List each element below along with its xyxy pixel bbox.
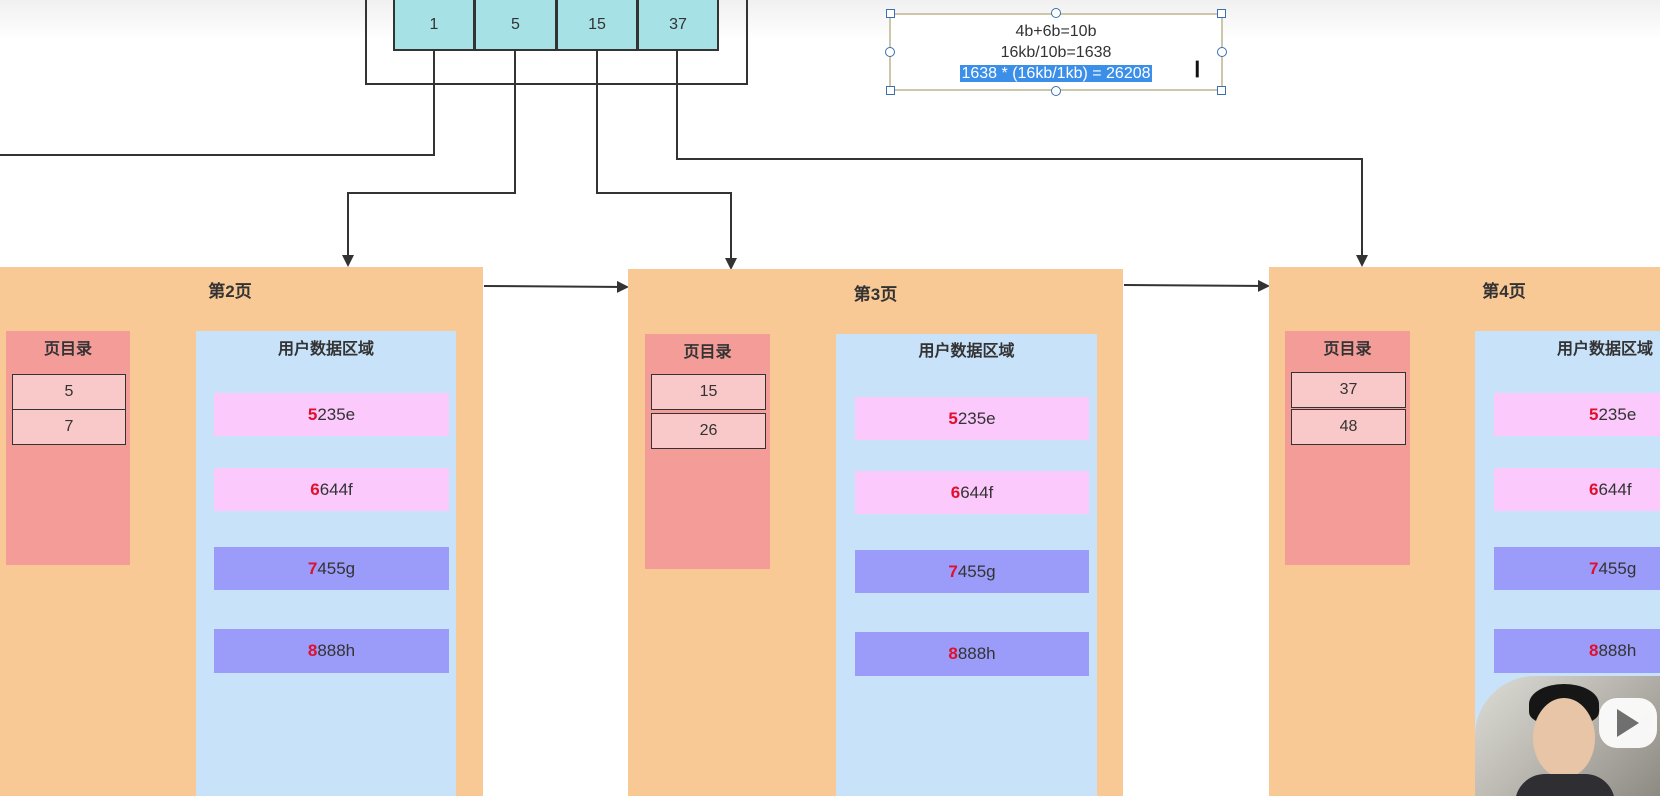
root-key-cell[interactable]: 37 <box>637 0 719 51</box>
page-directory: 页目录 <box>1285 331 1410 565</box>
directory-entry[interactable]: 15 <box>651 374 766 410</box>
play-triangle-icon <box>1617 709 1639 737</box>
directory-entry[interactable]: 7 <box>12 409 126 445</box>
play-icon[interactable] <box>1599 698 1657 748</box>
record-value: 644f <box>1598 479 1632 499</box>
page-title: 第3页 <box>853 285 898 304</box>
resize-handle[interactable] <box>1217 47 1227 57</box>
root-node-frame <box>365 0 748 85</box>
record-value: 235e <box>957 408 996 428</box>
record-value: 888h <box>957 644 996 663</box>
resize-handle[interactable] <box>1217 86 1226 95</box>
directory-entry[interactable]: 26 <box>651 413 766 449</box>
link-page3-page4 <box>1123 279 1270 292</box>
area-title: 用户数据区域 <box>1556 341 1653 358</box>
record-value: 455g <box>317 558 356 578</box>
resize-handle[interactable] <box>1051 8 1061 18</box>
resize-handle[interactable] <box>886 86 895 95</box>
record-key: 5 <box>1589 404 1599 424</box>
pointer-key-1 <box>0 50 435 156</box>
directory-title: 页目录 <box>1323 341 1372 358</box>
pointer-key-15 <box>596 50 737 270</box>
record-value: 455g <box>1598 558 1637 578</box>
record-key: 7 <box>307 558 318 578</box>
directory-title: 页目录 <box>683 344 732 361</box>
record-value: 235e <box>317 404 356 424</box>
presenter-face <box>1533 698 1595 778</box>
page-title: 第4页 <box>1482 282 1526 301</box>
record-value: 455g <box>957 561 996 581</box>
record-value: 235e <box>1598 404 1637 424</box>
directory-title: 页目录 <box>43 341 92 358</box>
note-selected-line[interactable]: 1638 * (16kb/1kb) = 26208 <box>960 65 1152 82</box>
directory-entry[interactable]: 37 <box>1291 372 1406 408</box>
record-key: 5 <box>948 408 958 428</box>
root-key-cell[interactable]: 5 <box>474 0 557 51</box>
record-value: 644f <box>960 482 994 502</box>
record-key: 6 <box>1589 479 1599 499</box>
record-key: 8 <box>948 644 958 663</box>
resize-handle[interactable] <box>1051 86 1061 96</box>
resize-handle[interactable] <box>885 47 895 57</box>
pointer-key-5 <box>342 50 516 267</box>
record-key: 5 <box>307 404 318 424</box>
page-title: 第2页 <box>208 282 252 301</box>
directory-entry[interactable]: 5 <box>12 374 126 410</box>
directory-entry[interactable]: 48 <box>1291 409 1406 445</box>
record-key: 8 <box>1589 641 1599 660</box>
record-key: 7 <box>948 561 958 581</box>
area-title: 用户数据区域 <box>277 341 374 358</box>
link-page2-page3 <box>483 280 629 293</box>
record-value: 888h <box>1598 641 1637 660</box>
note-textbox[interactable]: 4b+6b=10b 16kb/10b=1638 1638 * (16kb/1kb… <box>889 13 1223 91</box>
resize-handle[interactable] <box>886 9 895 18</box>
webcam-overlay <box>1475 676 1660 796</box>
page-directory: 页目录 <box>6 331 130 565</box>
record-key: 8 <box>307 641 318 660</box>
record-key: 7 <box>1589 558 1599 578</box>
record-key: 6 <box>950 482 961 502</box>
resize-handle[interactable] <box>1217 9 1226 18</box>
record-key: 6 <box>310 479 320 499</box>
presenter-shirt <box>1515 774 1615 796</box>
record-value: 888h <box>317 641 356 660</box>
note-line: 16kb/10b=1638 <box>1000 44 1112 61</box>
pointer-key-37 <box>676 50 1368 267</box>
page-directory: 页目录 <box>645 334 770 569</box>
note-line: 4b+6b=10b <box>1015 23 1097 40</box>
area-title: 用户数据区域 <box>918 343 1015 360</box>
root-key-cell[interactable]: 1 <box>393 0 475 51</box>
root-key-cell[interactable]: 15 <box>556 0 638 51</box>
record-value: 644f <box>319 479 353 499</box>
text-cursor-icon: Ⅰ <box>1194 58 1201 83</box>
